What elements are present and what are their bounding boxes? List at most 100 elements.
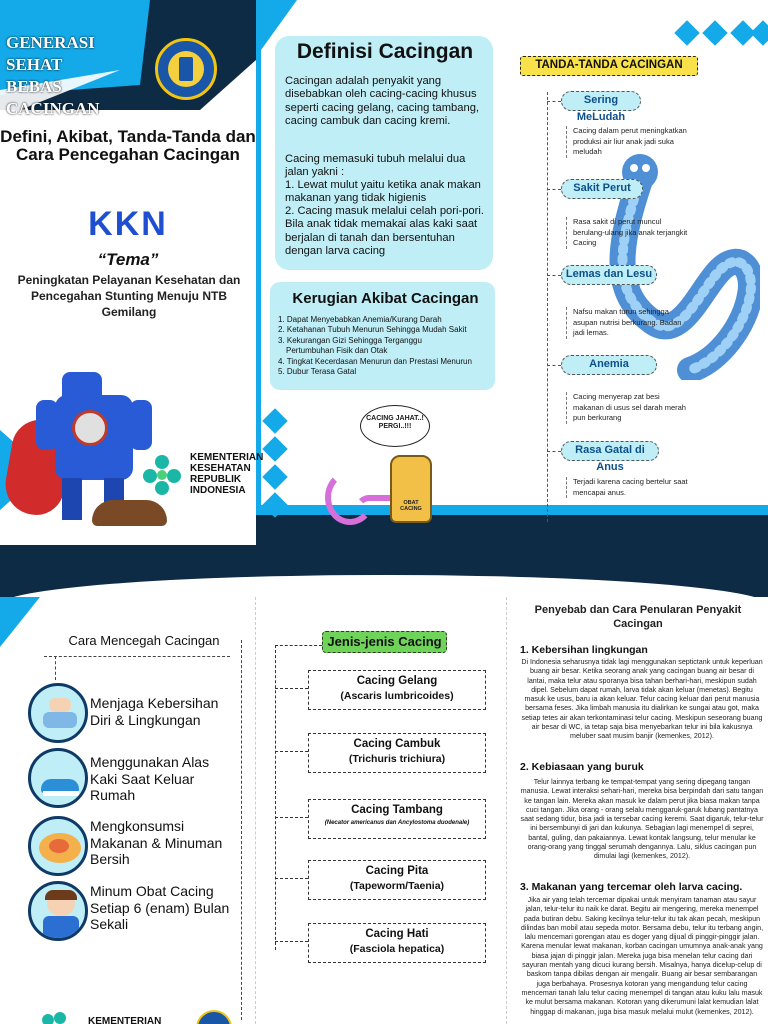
worm-name: Cacing Pita (365, 865, 429, 877)
jenis-tick (275, 688, 308, 689)
worm-scientific-name: (Necator americanus dan Ancylostoma duod… (324, 820, 470, 826)
worm-illustration (325, 470, 375, 525)
big-worm-illustration (609, 154, 760, 380)
list-item: 1. Dapat Menyebabkan Anemia/Kurang Darah (278, 315, 442, 324)
defeated-bug-illustration (92, 500, 167, 526)
worm-name: Cacing Hati (365, 928, 429, 940)
penyebab-heading: 2. Kebiasaan yang buruk (520, 761, 644, 773)
definisi-paragraph: Cacingan adalah penyakit yang disebabkan… (285, 75, 480, 127)
worm-name: Cacing Gelang (356, 675, 438, 687)
cara-item: Menjaga Kebersihan Diri & Lingkungan (90, 695, 219, 728)
definisi-paragraph: 1. Lewat mulut yaitu ketika anak makan m… (285, 179, 481, 205)
symptom-text: Nafsu makan turun sehingga asupan nutris… (566, 307, 690, 339)
symptom-heading: Anemia (561, 355, 657, 375)
penyebab-title: Penyebab dan Cara Penularan Penyakit Cac… (534, 604, 742, 630)
cover-heading: Defini, Akibat, Tanda-Tanda dan Cara Pen… (0, 127, 256, 164)
jenis-connector (275, 645, 276, 950)
list-item: 4. Tingkat Kecerdasan Menurun dan Presta… (278, 356, 472, 366)
kemenkes-line: KESEHATAN (190, 463, 251, 474)
panel-separator (256, 0, 261, 545)
definisi-box (275, 36, 493, 270)
symptom-heading: Sakit Perut (561, 179, 643, 199)
speech-bubble: CACING JAHAT..! PERGI..!!! (360, 405, 430, 447)
decor-diamond (262, 436, 288, 462)
kemenkes-label: KEMENTERIAN KESEHATAN REPUBLIK INDONESIA (190, 452, 264, 496)
kerugian-box (270, 282, 495, 390)
list-item: 3. Kekurangan Gizi Sehingga Terganggu (278, 335, 422, 345)
jenis-tick (275, 941, 308, 942)
penyebab-paragraph: Di Indonesia seharusnya tidak lagi mengg… (521, 658, 763, 741)
symptom-text: Cacing dalam perut meningkatkan produksi… (566, 126, 690, 158)
symptom-text: Rasa sakit di perut muncul berulang-ulan… (566, 217, 690, 249)
tema-text: Peningkatan Pelayanan Kesehatan dan Penc… (17, 273, 241, 319)
kemenkes-footer-logo-icon (42, 1012, 66, 1024)
kemenkes-line: INDONESIA (190, 485, 246, 496)
decor-diamond (750, 20, 768, 46)
kemenkes-line: REPUBLIK (190, 474, 242, 485)
definisi-paragraph: 2. Cacing masuk melalui celah pori-pori.… (285, 205, 484, 257)
decor-diamond (674, 20, 700, 46)
kkn-logo: KKN (88, 205, 168, 243)
brochure-inside (0, 597, 768, 1024)
inside-corner-shape (0, 597, 40, 647)
cara-item: Menggunakan Alas Kaki Saat Keluar Rumah (90, 754, 210, 803)
cara-rule (44, 656, 230, 657)
timeline-tick (547, 275, 561, 276)
jenis-tick (275, 645, 322, 646)
no-worm-sign-icon (72, 410, 108, 446)
worm-scientific-name: (Ascaris lumbricoides) (340, 690, 454, 702)
bottle-label: OBAT CACING (400, 500, 422, 512)
list-item: 2. Ketahanan Tubuh Menurun Sehingga Muda… (278, 325, 467, 335)
jenis-card: Cacing Tambang (Necator americanus dan A… (308, 799, 486, 839)
jenis-card: Cacing Pita (Tapeworm/Taenia) (308, 860, 486, 900)
symptom-heading: Sering MeLudah (561, 91, 641, 123)
jenis-tick (275, 878, 308, 879)
mascot-leg (62, 478, 82, 520)
symptom-heading: Rasa Gatal di Anus (561, 441, 659, 473)
penyebab-heading: 3. Makanan yang tercemar oleh larva caci… (520, 881, 743, 893)
jenis-card: Cacing Hati (Fasciola hepatica) (308, 923, 486, 963)
decor-diamond (262, 464, 288, 490)
worm-scientific-name: (Fasciola hepatica) (349, 943, 445, 955)
timeline-tick (547, 451, 561, 452)
symptom-text: Cacing menyerap zat besi makanan di usus… (566, 392, 690, 424)
definisi-paragraph: Cacing memasuki tubuh melalui dua jalan … (285, 153, 466, 179)
brochure-outside: GENERASI SEHAT BEBAS CACINGAN Defini, Ak… (0, 0, 768, 545)
shoes-icon (28, 748, 88, 808)
tanda-label: TANDA-TANDA CACINGAN (520, 56, 698, 76)
mascot-arm (130, 400, 152, 450)
cara-item: Minum Obat Cacing Setiap 6 (enam) Bulan … (90, 883, 230, 932)
penyebab-heading: 1. Kebersihan lingkungan (520, 644, 648, 656)
jenis-tick (275, 751, 308, 752)
medicine-icon (28, 881, 88, 941)
worm-scientific-name: (Trichuris trichiura) (348, 753, 446, 765)
tanda-timeline (547, 92, 548, 522)
timeline-tick (547, 189, 561, 190)
panel2-corner-shape (261, 0, 297, 50)
list-item: Pertumbuhan Fisik dan Otak (286, 346, 388, 356)
mascot-arm (36, 400, 58, 450)
bottom-strip (256, 515, 768, 545)
tema-label: “Tema” (97, 250, 159, 269)
timeline-tick (547, 101, 561, 102)
panel-fold (255, 597, 256, 1024)
timeline-tick (547, 365, 561, 366)
kemenkes-line: KEMENTERIAN (190, 452, 264, 463)
definisi-title: Definisi Cacingan (296, 40, 474, 63)
jenis-card: Cacing Cambuk (Trichuris trichiura) (308, 733, 486, 773)
kerugian-title: Kerugian Akibat Cacingan (292, 290, 479, 307)
hand-washing-icon (28, 683, 88, 743)
footer-kemenkes-text: KEMENTERIAN (88, 1016, 162, 1024)
list-item: 5. Dubur Terasa Gatal (278, 367, 357, 377)
clean-food-icon (28, 816, 88, 876)
worm-name: Cacing Tambang (351, 804, 443, 816)
cara-connector (55, 656, 56, 680)
worm-scientific-name: (Tapeworm/Taenia) (349, 880, 445, 892)
cara-item: Mengkonsumsi Makanan & Minuman Bersih (90, 818, 223, 867)
decor-diamond (702, 20, 728, 46)
decor-diamond (262, 408, 288, 434)
jenis-tick (275, 817, 308, 818)
logo-emblem-icon (168, 51, 204, 87)
cara-side-line (241, 640, 242, 1020)
symptom-text: Terjadi karena cacing bertelur saat menc… (566, 477, 690, 499)
